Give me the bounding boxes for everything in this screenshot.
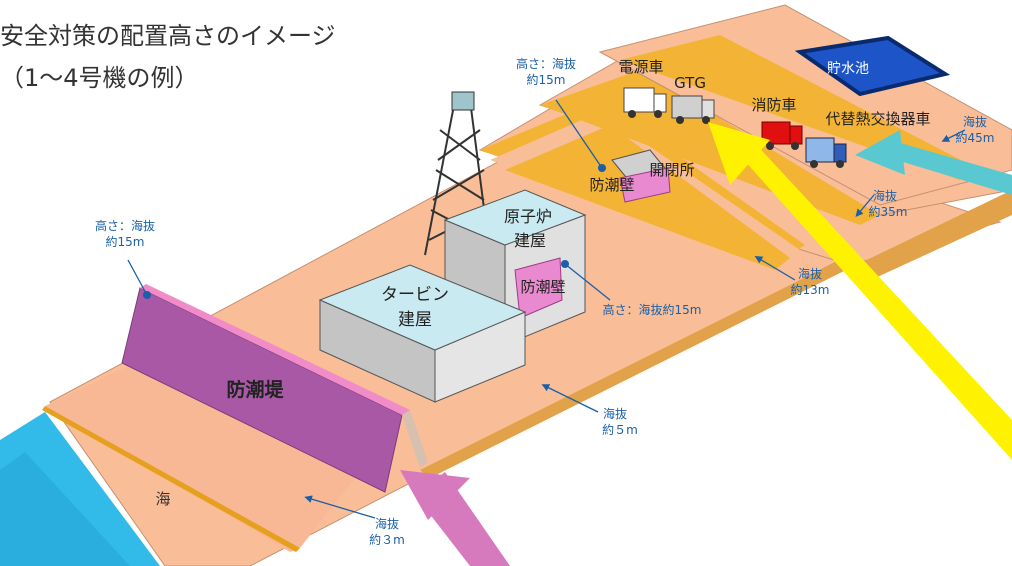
seawall-back	[402, 410, 428, 468]
ground-5m-front-edge	[420, 260, 850, 478]
access-arrow-cyan-head	[855, 130, 905, 175]
switchyard-tidal-wall	[619, 167, 671, 203]
reservoir-label: 貯水池	[827, 61, 869, 77]
sea-label: 海	[155, 490, 170, 508]
access-arrow-yellow-head	[708, 122, 770, 185]
reactor-roof	[443, 189, 587, 246]
stack-top	[451, 91, 475, 111]
reactor-wall-height-label: 高さ：海抜約15m	[603, 302, 702, 317]
alt-heat-exchanger-car-icon	[805, 137, 847, 168]
elevation-45m-label-2: 約45m	[956, 130, 995, 145]
hill-side	[850, 190, 1012, 285]
gtg-car-icon	[671, 95, 715, 124]
turbine-label-1: タービン	[381, 285, 449, 305]
turbine-roof	[318, 264, 527, 351]
access-arrow-yellow	[735, 140, 1012, 460]
switchyard-height-label-2: 約15m	[527, 72, 566, 87]
tsunami-arrow-pink-head	[400, 470, 470, 520]
elevation-5m-label-1: 海抜	[603, 406, 627, 421]
elevation-35m-label-1: 海抜	[873, 188, 897, 203]
ground-front-edge	[42, 406, 300, 552]
reactor-label-2: 建屋	[514, 231, 546, 250]
fire-engine-label: 消防車	[751, 96, 796, 114]
elevation-13m-label-2: 約13m	[791, 282, 830, 297]
title-line-1: 安全対策の配置高さのイメージ	[0, 22, 336, 50]
water-reservoir	[794, 35, 951, 97]
turbine-label-2: 建屋	[398, 310, 432, 330]
fire-engine-icon	[761, 121, 803, 150]
elevation-3m-label-2: 約３m	[369, 532, 405, 547]
title-line-2: （1～4号機の例）	[0, 64, 199, 92]
reactor-tidal-wall	[514, 257, 563, 319]
seawall-height-label-2: 約15m	[106, 234, 145, 249]
power-supply-car-label: 電源車	[618, 58, 663, 76]
gtg-label: GTG	[674, 74, 706, 92]
elevation-13m-label-1: 海抜	[798, 266, 822, 281]
access-arrow-cyan	[880, 140, 1012, 195]
seawall-top	[140, 284, 410, 415]
elevation-35m-label-2: 約35m	[869, 204, 908, 219]
switchyard-label: 開閉所	[649, 161, 694, 179]
switchyard-height-label-1: 高さ：海抜	[516, 56, 576, 71]
power-supply-car-icon	[623, 87, 667, 118]
seawall-height-label-1: 高さ：海抜	[95, 218, 155, 233]
pointer-lines	[127, 99, 966, 519]
reactor-label-1: 原子炉	[504, 207, 552, 226]
sea-area-far	[0, 452, 130, 566]
switchyard-tidal-wall-label: 防潮壁	[589, 176, 634, 194]
elevation-5m-label-2: 約５m	[602, 422, 638, 437]
elevation-3m-label-1: 海抜	[375, 516, 399, 531]
seawall-label: 防潮堤	[226, 378, 284, 401]
alt-heat-exchanger-car-label: 代替熱交換器車	[825, 110, 930, 128]
elevation-45m-label-1: 海抜	[963, 114, 987, 129]
reactor-tidal-wall-label: 防潮壁	[520, 278, 565, 296]
